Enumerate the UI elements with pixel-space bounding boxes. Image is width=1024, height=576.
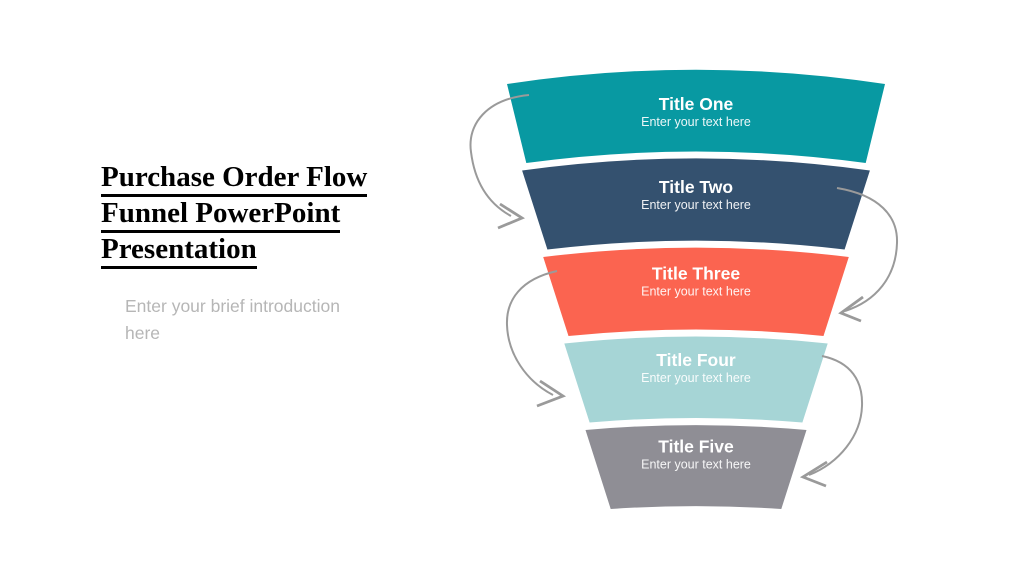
slide-title-line-3: Presentation <box>101 235 257 269</box>
funnel-tier-4-shape[interactable] <box>564 336 828 423</box>
slide-title-line-1: Purchase Order Flow <box>101 163 368 197</box>
slide-title-line-2: Funnel PowerPoint <box>101 199 341 233</box>
funnel-tier-1-title[interactable]: Title One <box>659 94 734 114</box>
funnel-tier-5-title[interactable]: Title Five <box>658 437 734 457</box>
funnel-tier-3-subtitle[interactable]: Enter your text here <box>641 285 751 299</box>
funnel-tier-1-shape[interactable] <box>507 69 885 163</box>
funnel-tier-2-shape[interactable] <box>522 158 870 250</box>
curved-arrow-tier2-to-tier3-icon <box>836 187 899 323</box>
intro-placeholder-text[interactable]: Enter your brief introduction here <box>125 296 340 343</box>
funnel-tier-5-subtitle[interactable]: Enter your text here <box>641 458 751 472</box>
funnel-tier-3-shape[interactable] <box>543 247 849 336</box>
funnel-tier-1-subtitle[interactable]: Enter your text here <box>641 115 751 129</box>
curved-arrow-tier1-to-tier2-icon <box>469 94 530 230</box>
funnel-tier-5-shape[interactable] <box>585 425 807 509</box>
curved-arrow-tier3-to-tier4-icon <box>505 270 567 408</box>
funnel-tier-2-title[interactable]: Title Two <box>659 177 733 197</box>
slide-title[interactable]: Purchase Order Flow Funnel PowerPoint Pr… <box>101 163 368 271</box>
curved-arrow-tier4-to-tier5-icon <box>799 355 864 488</box>
funnel-tier-3-title[interactable]: Title Three <box>652 264 740 284</box>
funnel-tier-4-title[interactable]: Title Four <box>656 350 736 370</box>
funnel-tier-2-subtitle[interactable]: Enter your text here <box>641 198 751 212</box>
funnel-tier-4-subtitle[interactable]: Enter your text here <box>641 371 751 385</box>
